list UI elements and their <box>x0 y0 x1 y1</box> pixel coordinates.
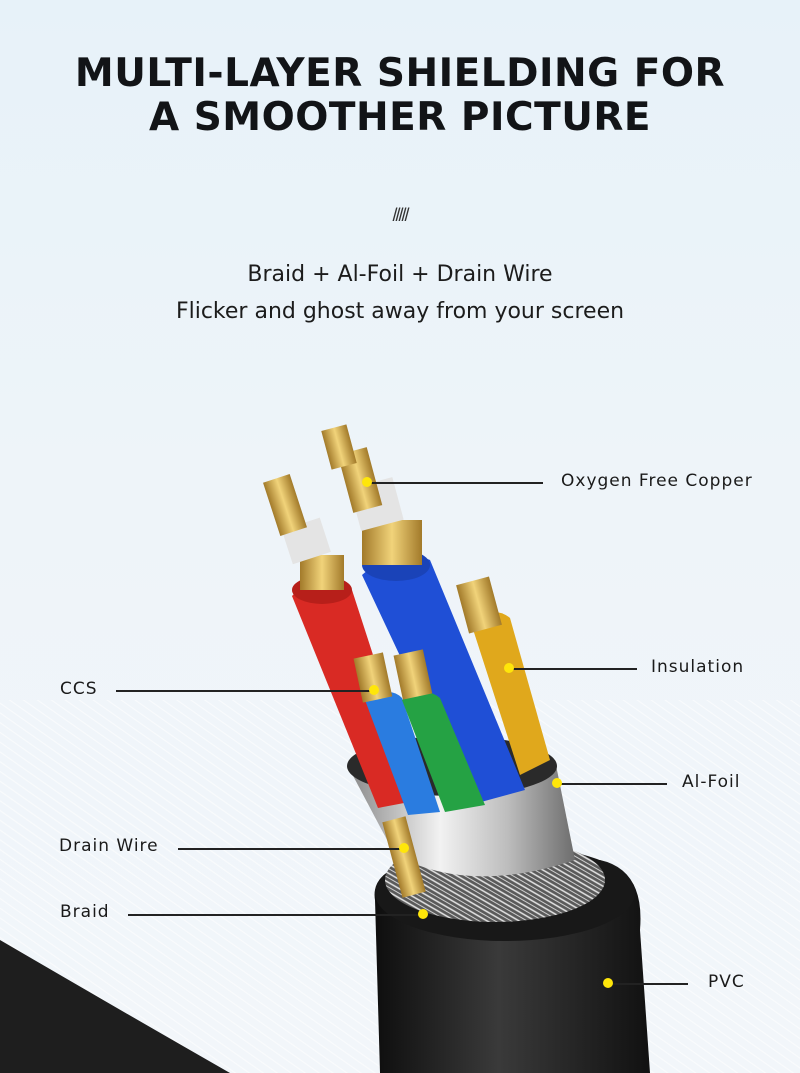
callout-dot-drain-wire <box>399 843 409 853</box>
callout-dot-oxygen-free-copper <box>362 477 372 487</box>
callout-dot-braid <box>418 909 428 919</box>
callout-dot-insulation <box>504 663 514 673</box>
callout-line-insulation <box>510 668 637 670</box>
callout-line-braid <box>128 914 423 916</box>
label-oxygen-free-copper: Oxygen Free Copper <box>561 471 753 491</box>
page-title-line2: A SMOOTHER PICTURE <box>148 95 652 140</box>
callout-dot-al-foil <box>552 778 562 788</box>
callout-line-pvc <box>608 983 688 985</box>
label-braid: Braid <box>60 902 110 922</box>
label-pvc: PVC <box>708 972 745 992</box>
label-ccs: CCS <box>60 679 98 699</box>
label-drain-wire: Drain Wire <box>59 836 159 856</box>
callout-line-oxygen-free-copper <box>368 482 543 484</box>
label-al-foil: Al-Foil <box>682 772 741 792</box>
callout-line-ccs <box>116 690 374 692</box>
label-insulation: Insulation <box>651 657 745 677</box>
callout-line-drain-wire <box>178 848 404 850</box>
page-title-line1: MULTI-LAYER SHIELDING FOR <box>74 51 726 96</box>
callout-line-al-foil <box>557 783 667 785</box>
callout-dot-ccs <box>369 685 379 695</box>
cable-jacket-foreground <box>0 940 230 1073</box>
divider-slashes: ///// <box>392 205 409 225</box>
subtitle-line2: Flicker and ghost away from your screen <box>175 299 625 324</box>
callout-dot-pvc <box>603 978 613 988</box>
subtitle-line1: Braid + Al-Foil + Drain Wire <box>247 262 553 287</box>
